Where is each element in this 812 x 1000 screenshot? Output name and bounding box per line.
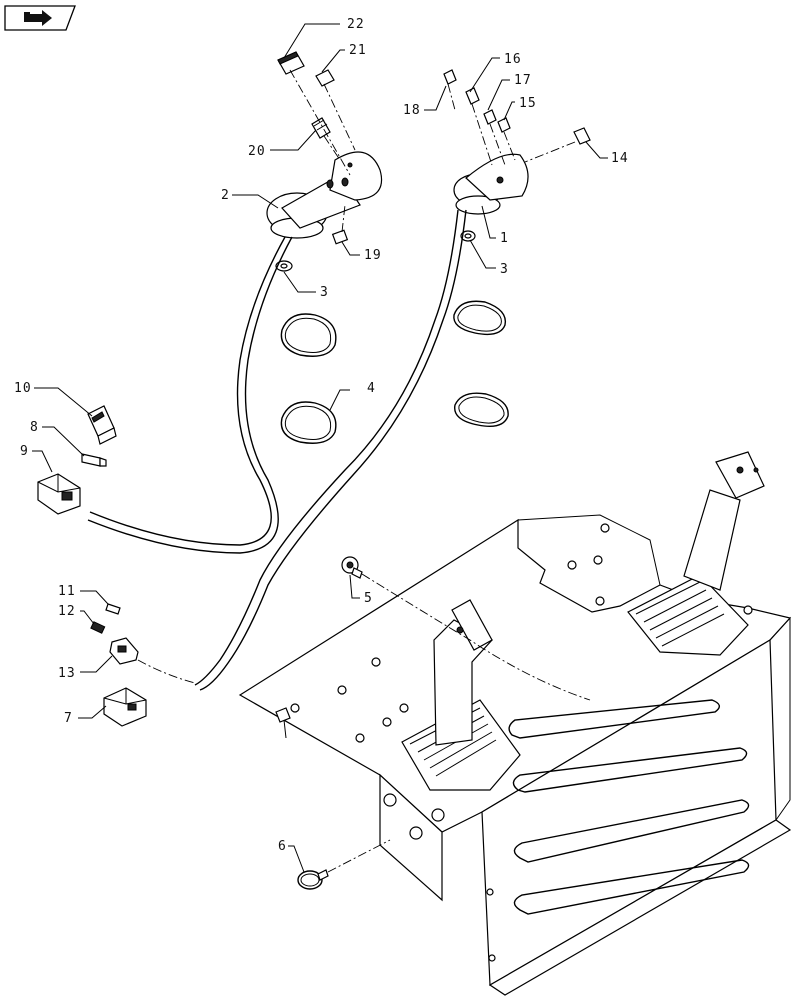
terminal-11 xyxy=(105,603,121,615)
callout-12: 12 xyxy=(58,604,76,619)
part-5-grommet xyxy=(341,556,363,579)
part-21-switch xyxy=(315,69,335,87)
seal-ring-right-lower xyxy=(454,392,509,428)
callout-21: 21 xyxy=(349,43,367,58)
base-joystick-left xyxy=(401,599,521,791)
callout-16: 16 xyxy=(504,52,522,67)
callout-7: 7 xyxy=(64,711,73,726)
seal-ring-right-upper xyxy=(453,300,507,336)
callout-labels: 22 21 20 2 19 3 4 16 17 15 18 14 1 3 10 … xyxy=(14,17,629,854)
part-3-nut-right xyxy=(460,230,476,242)
leader-lines xyxy=(32,23,608,873)
seal-ring-left-lower xyxy=(280,401,337,444)
part-17-switch xyxy=(483,109,497,125)
callout-19: 19 xyxy=(364,248,382,263)
callout-3-left: 3 xyxy=(320,285,329,300)
right-grip-cable xyxy=(194,209,467,691)
part-6-clamp xyxy=(297,869,329,890)
back-navigation-button[interactable] xyxy=(4,5,76,31)
callout-4: 4 xyxy=(367,381,376,396)
callout-15: 15 xyxy=(519,96,537,111)
part-3-nut-left xyxy=(275,260,293,272)
terminal-8 xyxy=(81,453,107,467)
callout-13: 13 xyxy=(58,666,76,681)
callout-18: 18 xyxy=(403,103,421,118)
left-joystick-grip xyxy=(266,151,383,239)
connector-7 xyxy=(103,687,147,727)
left-grip-cable xyxy=(87,236,293,554)
part-22-cap xyxy=(277,51,305,75)
connector-10 xyxy=(87,405,117,445)
callout-10: 10 xyxy=(14,381,32,396)
callout-1: 1 xyxy=(500,231,509,246)
callout-11: 11 xyxy=(58,584,76,599)
connector-9 xyxy=(37,473,81,515)
part-16-switch xyxy=(465,87,480,105)
part-19-screw xyxy=(331,229,349,245)
mounting-frame xyxy=(238,514,792,996)
base-joystick-right xyxy=(627,451,765,656)
right-joystick-grip xyxy=(453,153,529,215)
callout-6: 6 xyxy=(278,839,287,854)
seal-ring-left-upper xyxy=(280,313,337,357)
return-arrow-icon xyxy=(24,10,52,26)
part-12 xyxy=(90,621,106,634)
callout-9: 9 xyxy=(20,444,29,459)
connector-13 xyxy=(109,637,139,665)
callout-22: 22 xyxy=(347,17,365,32)
callout-14: 14 xyxy=(611,151,629,166)
callout-17: 17 xyxy=(514,73,532,88)
callout-3-right: 3 xyxy=(500,262,509,277)
part-15-switch xyxy=(497,117,511,133)
callout-8: 8 xyxy=(30,420,39,435)
part-14-button xyxy=(573,127,591,145)
callout-2: 2 xyxy=(221,188,230,203)
part-18-pin xyxy=(443,69,457,85)
callout-20: 20 xyxy=(248,144,266,159)
callout-5: 5 xyxy=(364,591,373,606)
